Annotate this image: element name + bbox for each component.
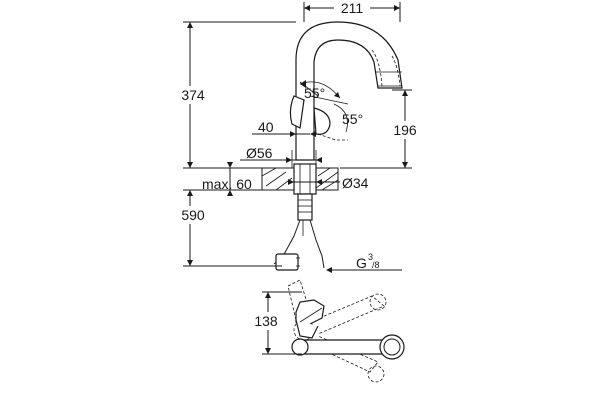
angle-upper: 55° [299,80,341,101]
dimension-d56: Ø56 [240,145,322,168]
thread-label: G 3 /8 [326,252,402,273]
countertop [261,163,339,195]
plan-view [287,279,405,383]
dimension-590: 590 [176,190,282,267]
dimension-211: 211 [303,0,401,22]
hoses [273,193,325,271]
label-d56: Ø56 [246,145,273,161]
label-angle-upper: 55° [304,85,325,101]
label-d34: Ø34 [342,175,369,191]
label-138: 138 [254,313,278,329]
label-thread-sup: 3 [368,252,373,262]
dimension-40: 40 [252,119,316,137]
dimension-374: 374 [176,21,296,169]
label-40: 40 [258,119,274,135]
angle-lower: 55° [333,103,363,133]
label-angle-lower: 55° [342,111,363,127]
faucet-spout [295,21,403,161]
label-thread-g: G [356,255,367,271]
dimension-196: 196 [340,89,422,169]
label-max60: max. 60 [202,176,252,192]
label-590: 590 [181,207,205,223]
dimension-d34: Ø34 [288,175,369,191]
label-211: 211 [341,0,364,16]
label-thread-sub: /8 [372,260,380,270]
dimension-max60: max. 60 [183,162,262,196]
label-196: 196 [393,122,417,138]
label-374: 374 [181,87,205,103]
dimension-138: 138 [248,291,302,355]
